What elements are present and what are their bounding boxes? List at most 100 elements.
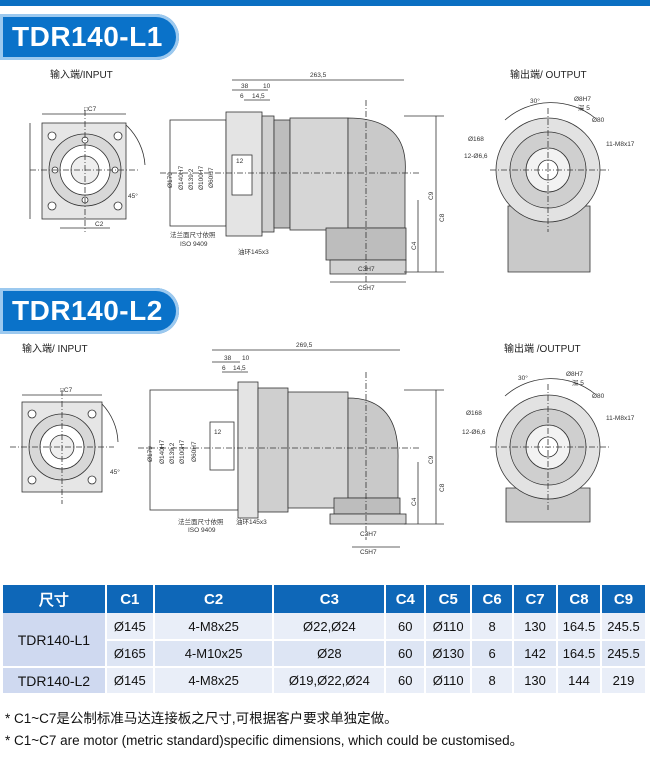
depth-dim: 深 5 xyxy=(572,378,584,387)
thread-dim: 11-M8x17 xyxy=(606,415,635,422)
angle-label: 45° xyxy=(110,468,120,476)
side-view-drawing xyxy=(160,79,444,285)
flange-note-2: ISO 9409 xyxy=(188,527,216,534)
dim-12: 12 xyxy=(236,158,244,165)
header-cell: C8 xyxy=(557,585,602,613)
flange-note-1: 法兰面尺寸依照 xyxy=(170,230,216,239)
footnotes: * C1~C7是公制标准马达连接板之尺寸,可根据客户要求单独定做。 * C1~C… xyxy=(5,708,523,752)
table-cell: Ø22,Ø24 xyxy=(273,613,387,641)
flange-note-1: 法兰面尺寸依照 xyxy=(178,517,224,526)
header-cell: C4 xyxy=(385,585,427,613)
table-cell: 245.5 xyxy=(600,640,648,668)
d168-dim: Ø168 xyxy=(468,136,484,143)
c4-label: C4 xyxy=(411,497,418,506)
output-view-label: 输出端/ OUTPUT xyxy=(510,70,587,81)
d80-dim: Ø80 xyxy=(592,393,605,400)
table-cell: 60 xyxy=(385,613,427,641)
d60-dim: Ø60H7 xyxy=(208,167,215,188)
input-view-label: 输入端/ INPUT xyxy=(22,344,88,355)
table-cell: 142 xyxy=(513,640,558,668)
table-cell: 8 xyxy=(471,667,515,695)
length-dim: 269,5 xyxy=(296,342,313,349)
header-cell: C3 xyxy=(273,585,387,613)
table-cell: 164.5 xyxy=(557,640,602,668)
footnote-en: * C1~C7 are motor (metric standard)speci… xyxy=(5,733,524,748)
angle-label: 45° xyxy=(128,192,138,200)
header-cell: C5 xyxy=(425,585,473,613)
table-cell: 144 xyxy=(557,667,602,695)
d139-dim: Ø139,2 xyxy=(169,442,176,464)
input-view-label: 输入端/INPUT xyxy=(50,70,113,81)
table-cell: 6 xyxy=(471,640,515,668)
angle-30: 30° xyxy=(530,97,540,105)
output-flange-drawing xyxy=(490,102,610,273)
input-flange-drawing xyxy=(29,110,146,232)
header-cell: 尺寸 xyxy=(3,585,107,613)
spec-table: 尺寸 C1 C2 C3 C4 C5 C6 C7 C8 C9 TDR140-L1 … xyxy=(3,585,648,695)
output-flange-drawing xyxy=(490,378,610,523)
top-rule xyxy=(0,0,650,6)
table-row: Ø165 4-M10x25 Ø28 60 Ø130 6 142 164.5 24… xyxy=(3,640,648,668)
oil-ring-label: 油环145x3 xyxy=(236,517,267,526)
model-cell: TDR140-L2 xyxy=(3,667,107,695)
d140-dim: Ø140H7 xyxy=(159,439,166,464)
dim-38: 38 xyxy=(241,83,249,90)
table-cell: Ø165 xyxy=(105,640,155,668)
dim-6: 6 xyxy=(240,93,244,100)
c3-label: C3H7 xyxy=(358,266,375,273)
c3-label: C3H7 xyxy=(360,531,377,538)
dim-12: 12 xyxy=(214,429,222,436)
bolt-dim: 12-Ø6,6 xyxy=(462,429,486,436)
model-title-badge: TDR140-L2 xyxy=(0,288,179,334)
table-header-row: 尺寸 C1 C2 C3 C4 C5 C6 C7 C8 C9 xyxy=(3,585,648,613)
d140-dim: Ø140H7 xyxy=(178,165,185,190)
section-l2: TDR140-L2 输入端/ INPUT 输出端 /OUTPUT xyxy=(0,288,650,580)
output-view-label: 输出端 /OUTPUT xyxy=(504,344,581,355)
table-cell: 164.5 xyxy=(557,613,602,641)
d80-dim: Ø80 xyxy=(592,117,605,124)
table-cell: 60 xyxy=(385,667,427,695)
depth-dim: 深 5 xyxy=(578,103,590,112)
input-flange-drawing xyxy=(10,390,119,504)
table-cell: Ø145 xyxy=(105,613,155,641)
flange-note-2: ISO 9409 xyxy=(180,241,208,248)
dim-6: 6 xyxy=(222,365,226,372)
c7-label: □C7 xyxy=(84,106,97,113)
table-cell: Ø28 xyxy=(273,640,387,668)
header-cell: C6 xyxy=(471,585,515,613)
table-cell: Ø110 xyxy=(425,613,473,641)
header-cell: C2 xyxy=(153,585,275,613)
table-cell: 130 xyxy=(513,613,558,641)
hole-dim: Ø8H7 xyxy=(574,96,591,103)
model-title-badge: TDR140-L1 xyxy=(0,14,179,60)
table-cell: Ø19,Ø22,Ø24 xyxy=(273,667,387,695)
c4-label: C4 xyxy=(411,241,418,250)
dim-10: 10 xyxy=(242,355,250,362)
c7-label: □C7 xyxy=(60,387,73,394)
side-view-drawing xyxy=(138,349,444,548)
d60-dim: Ø60H7 xyxy=(191,441,198,462)
header-cell: C7 xyxy=(513,585,558,613)
dim-14: 14,5 xyxy=(252,93,265,100)
c9-label: C9 xyxy=(428,191,435,200)
c2-label: C2 xyxy=(95,221,104,228)
section-l1: TDR140-L1 输入端/INPUT 输出端/ OUTPUT xyxy=(0,0,650,292)
table-cell: 4-M8x25 xyxy=(153,667,275,695)
table-row: TDR140-L1 Ø145 4-M8x25 Ø22,Ø24 60 Ø110 8… xyxy=(3,613,648,668)
bolt-dim: 12-Ø6,6 xyxy=(464,153,488,160)
table-cell: 245.5 xyxy=(600,613,648,641)
length-dim: 263,5 xyxy=(310,72,327,79)
d139-dim: Ø139,2 xyxy=(188,168,195,190)
d179-dim: Ø179 xyxy=(167,172,174,188)
dim-38: 38 xyxy=(224,355,232,362)
c8-label: C8 xyxy=(439,483,446,492)
d179-dim: Ø179 xyxy=(147,446,154,462)
c5-label: C5H7 xyxy=(358,285,375,292)
table-cell: 60 xyxy=(385,640,427,668)
header-cell: C1 xyxy=(105,585,155,613)
table-cell: 130 xyxy=(513,667,558,695)
table-cell: Ø145 xyxy=(105,667,155,695)
dim-10: 10 xyxy=(263,83,271,90)
technical-drawing: □C7 C2 45° 263,5 38 10 6 14,5 12 法兰面尺寸依照… xyxy=(29,72,635,292)
table-cell: 8 xyxy=(471,613,515,641)
